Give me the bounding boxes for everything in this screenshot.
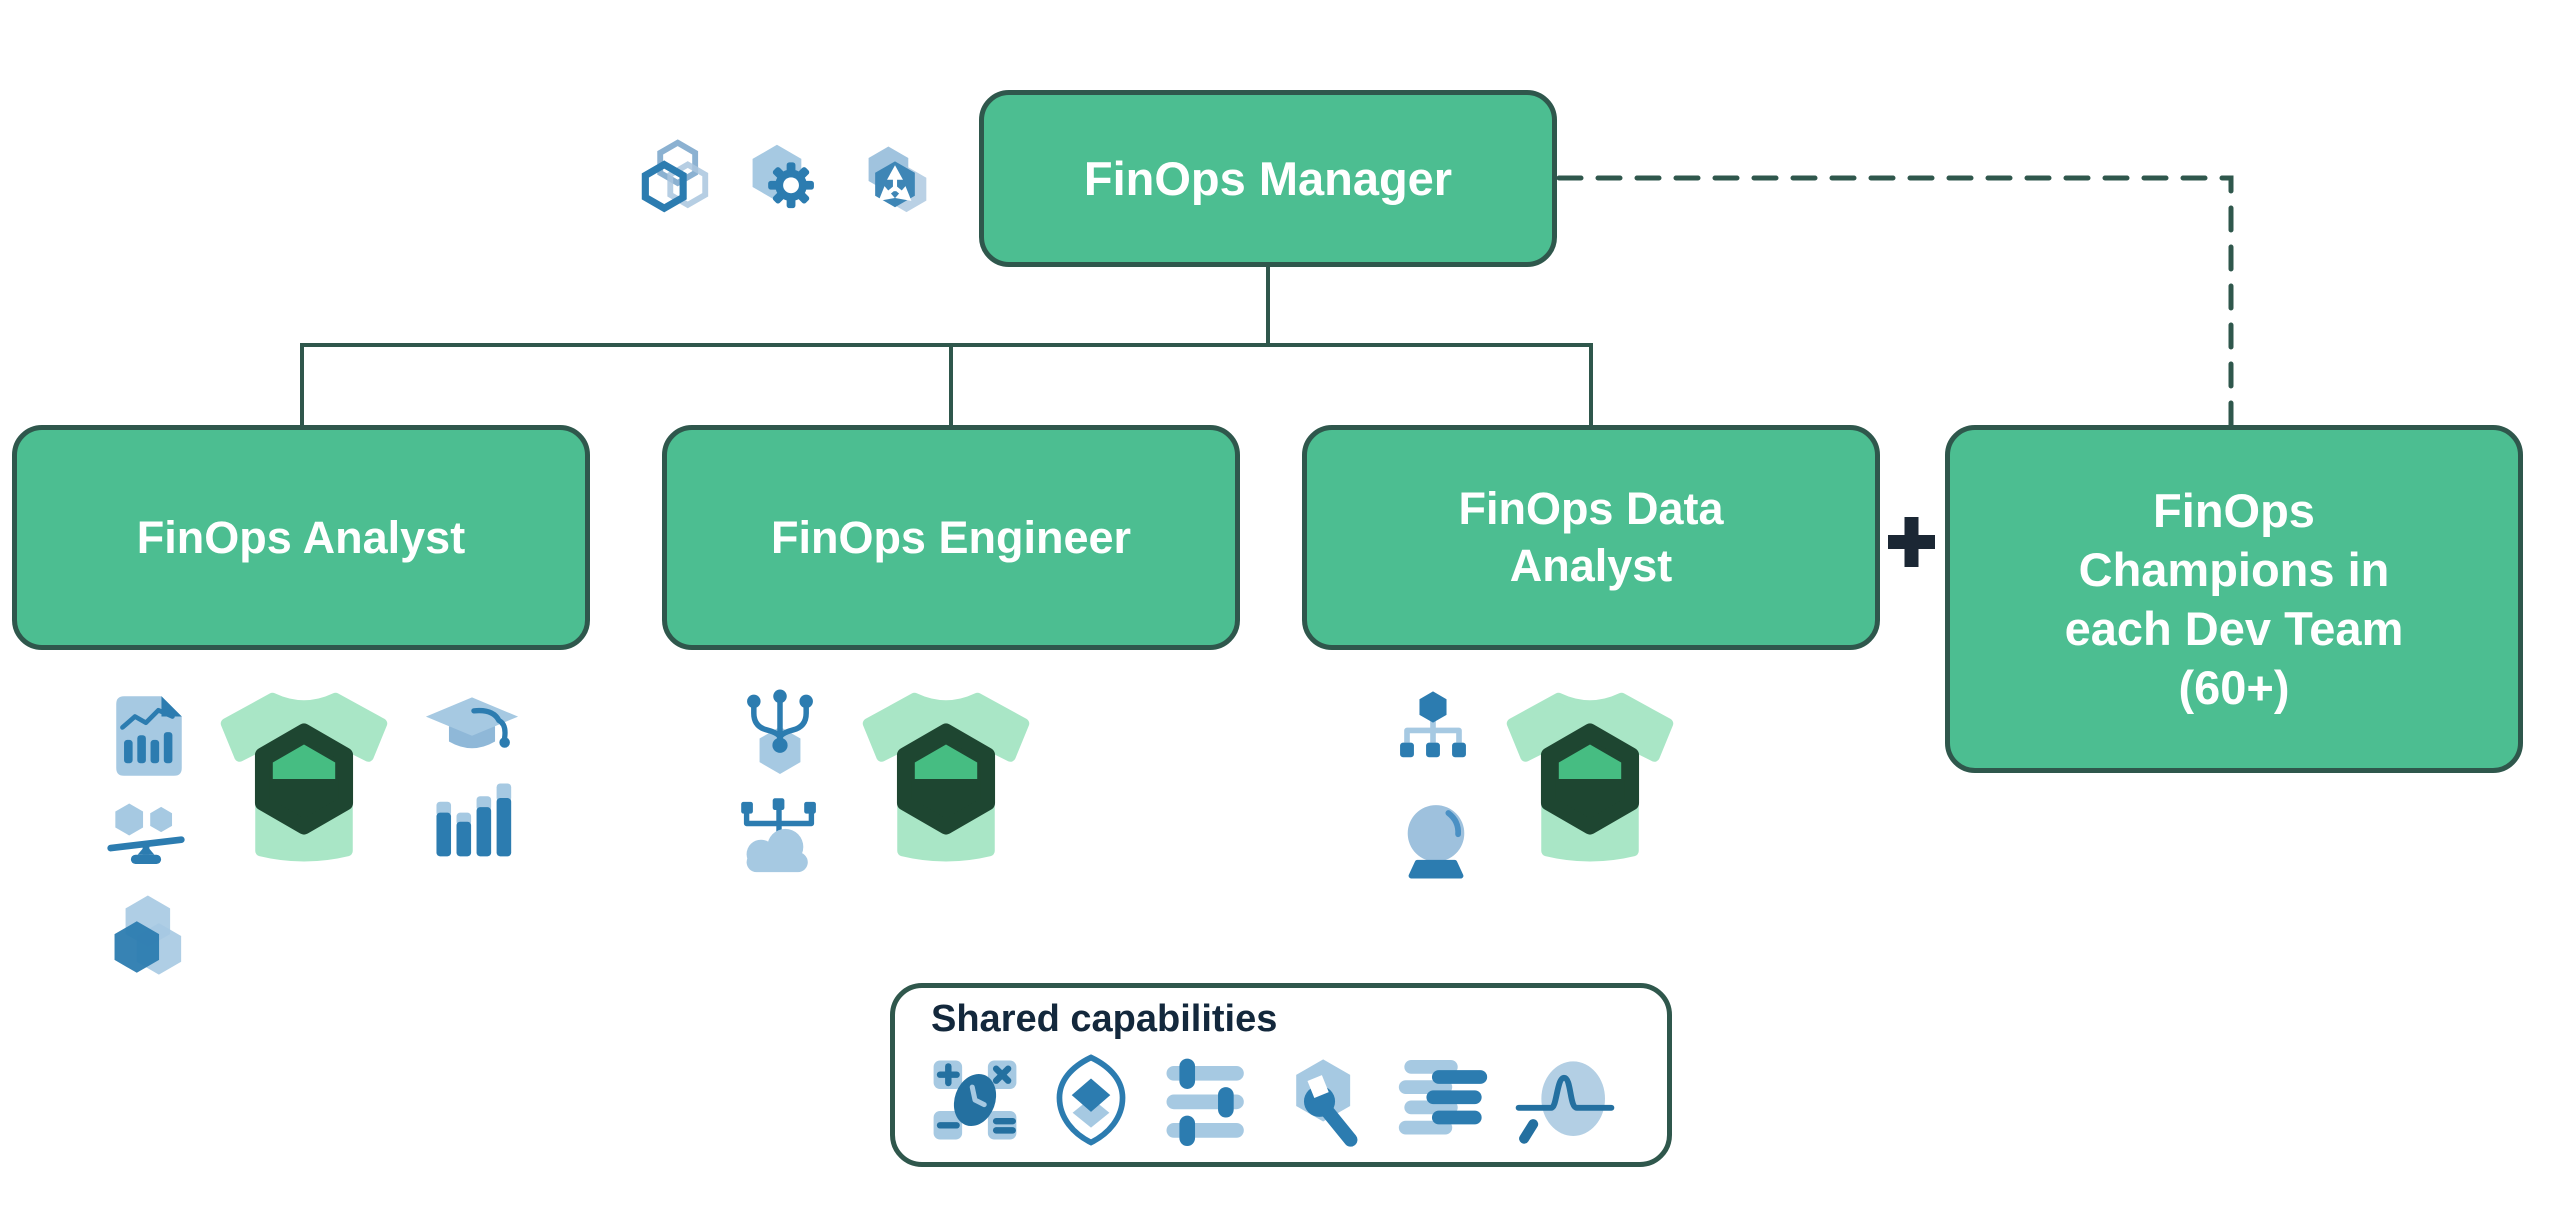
hierarchy-icon (1400, 691, 1466, 758)
shared-capabilities-title: Shared capabilities (931, 998, 1278, 1040)
role-label: FinOps Engineer (770, 511, 1132, 563)
role-label: FinOps Data Analyst (1458, 483, 1724, 591)
role-label: FinOps Analyst (136, 511, 466, 563)
hexagon-cluster-icon (641, 139, 709, 213)
manager-label: FinOps Manager (1083, 152, 1453, 205)
graduation-cap-icon (425, 697, 519, 749)
hexagon-wrench-icon (1296, 1059, 1358, 1147)
crystal-ball-icon (1407, 805, 1465, 879)
hexagon-gear-icon (752, 144, 814, 209)
role-node-finops-analyst: FinOps Analyst (12, 425, 590, 650)
report-chart-icon (116, 696, 182, 776)
shared-capabilities-box: Shared capabilities (890, 983, 1672, 1167)
manager-node: FinOps Manager (979, 90, 1557, 267)
branch-hexagon-icon (747, 689, 813, 774)
balance-scale-icon (107, 803, 185, 865)
role-node-finops-champions: FinOps Champions in each Dev Team (60+) (1945, 425, 2523, 773)
tshirt-shield-icon (1506, 692, 1674, 862)
children-bus-line (300, 343, 1593, 425)
bar-chart-icon (436, 783, 512, 857)
shared-capabilities-icons (929, 1052, 1615, 1148)
sliders-icon (1166, 1058, 1244, 1146)
pulse-scan-icon (1515, 1060, 1615, 1144)
hexagon-arrows-icon (868, 146, 927, 213)
stacked-bars-icon (1398, 1059, 1488, 1135)
role-node-finops-engineer: FinOps Engineer (662, 425, 1240, 650)
cloud-network-icon (741, 798, 816, 873)
tshirt-shield-icon (220, 692, 388, 862)
plus-sign (1888, 517, 1935, 567)
shield-layers-icon (1056, 1054, 1126, 1146)
role-node-finops-data-analyst: FinOps Data Analyst (1302, 425, 1880, 650)
math-operations-icon (933, 1060, 1017, 1140)
champions-dashed-line (1556, 175, 2234, 428)
tshirt-shield-icon (862, 692, 1030, 862)
role-label: FinOps Champions in each Dev Team (60+) (2064, 483, 2404, 715)
hexagon-stack-icon (114, 895, 182, 975)
